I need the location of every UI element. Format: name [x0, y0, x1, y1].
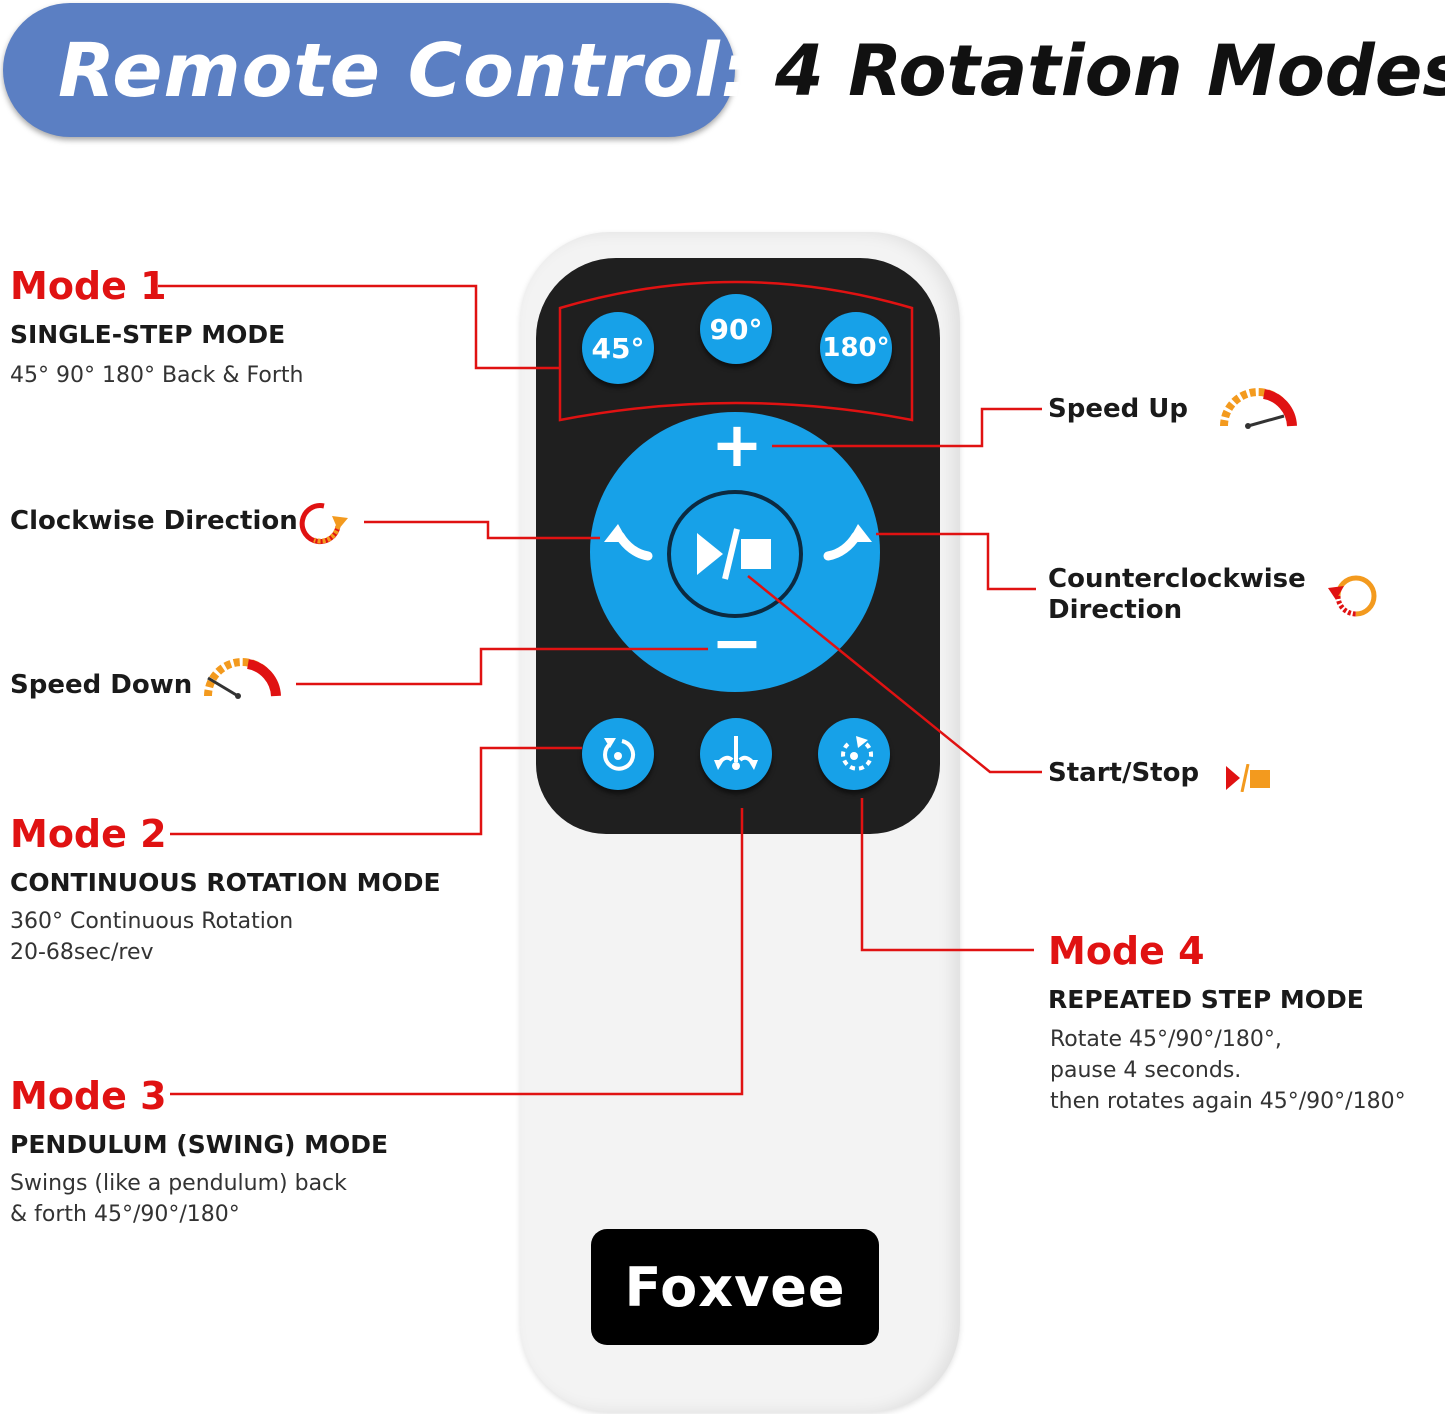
mode1-title: Mode 1	[10, 264, 167, 308]
start-stop-label: Start/Stop	[1048, 758, 1200, 788]
mode4-desc-line1: Rotate 45°/90°/180°,	[1050, 1027, 1282, 1052]
arrow-left-curve-icon	[604, 524, 653, 561]
speed-down-label: Speed Down	[10, 670, 193, 700]
counterclockwise-label-line2: Direction	[1048, 595, 1183, 625]
page-title: 4 Rotation Modes	[775, 30, 1445, 112]
arrow-right-curve-icon	[823, 524, 872, 561]
mode2-title: Mode 2	[10, 812, 167, 856]
pendulum-swing-icon	[714, 736, 758, 770]
speedometer-low-icon	[202, 656, 282, 704]
counterclockwise-button[interactable]	[820, 520, 880, 564]
mode4-desc-line3: then rotates again 45°/90°/180°	[1050, 1089, 1406, 1114]
clockwise-button[interactable]	[596, 520, 656, 564]
angle-45-button[interactable]: 45°	[582, 312, 654, 384]
mode2-subtitle: CONTINUOUS ROTATION MODE	[10, 868, 441, 897]
mode3-subtitle: PENDULUM (SWING) MODE	[10, 1130, 389, 1159]
repeated-step-icon	[841, 736, 874, 771]
mode1-subtitle: SINGLE-STEP MODE	[10, 320, 286, 349]
continuous-rotation-icon	[603, 738, 636, 771]
angle-45-label: 45°	[591, 331, 645, 365]
mode4-repeated-step-button[interactable]	[818, 718, 890, 790]
angle-90-button[interactable]: 90°	[700, 294, 772, 364]
angle-90-label: 90°	[709, 312, 763, 346]
start-stop-button[interactable]	[667, 490, 803, 618]
speed-down-button[interactable]: −	[711, 606, 763, 679]
mode2-desc-line1: 360° Continuous Rotation	[10, 909, 294, 934]
header-badge-text: Remote Control:	[58, 28, 752, 114]
play-pause-icon-orange	[1224, 763, 1272, 796]
mode1-desc: 45° 90° 180° Back & Forth	[10, 363, 304, 388]
mode3-title: Mode 3	[10, 1074, 167, 1118]
brand-logo: Foxvee	[591, 1229, 879, 1345]
rotate-clockwise-icon	[298, 498, 350, 552]
angle-180-label: 180°	[822, 333, 890, 363]
clockwise-label: Clockwise Direction	[10, 506, 298, 536]
mode2-desc-line2: 20-68sec/rev	[10, 940, 154, 965]
speedometer-high-icon	[1218, 386, 1298, 434]
mode4-subtitle: REPEATED STEP MODE	[1048, 985, 1364, 1014]
rotate-counterclockwise-icon	[1326, 570, 1378, 626]
mode3-pendulum-button[interactable]	[700, 718, 772, 790]
angle-180-button[interactable]: 180°	[820, 312, 892, 384]
mode4-desc-line2: pause 4 seconds.	[1050, 1058, 1242, 1083]
mode4-title: Mode 4	[1048, 929, 1205, 973]
mode2-continuous-button[interactable]	[582, 718, 654, 790]
counterclockwise-label-line1: Counterclockwise	[1048, 564, 1306, 594]
play-pause-icon	[697, 528, 771, 580]
header-badge	[3, 3, 735, 137]
speed-up-button[interactable]: +	[711, 408, 763, 481]
mode3-desc-line1: Swings (like a pendulum) back	[10, 1171, 347, 1196]
speed-up-label: Speed Up	[1048, 394, 1188, 424]
mode3-desc-line2: & forth 45°/90°/180°	[10, 1202, 240, 1227]
